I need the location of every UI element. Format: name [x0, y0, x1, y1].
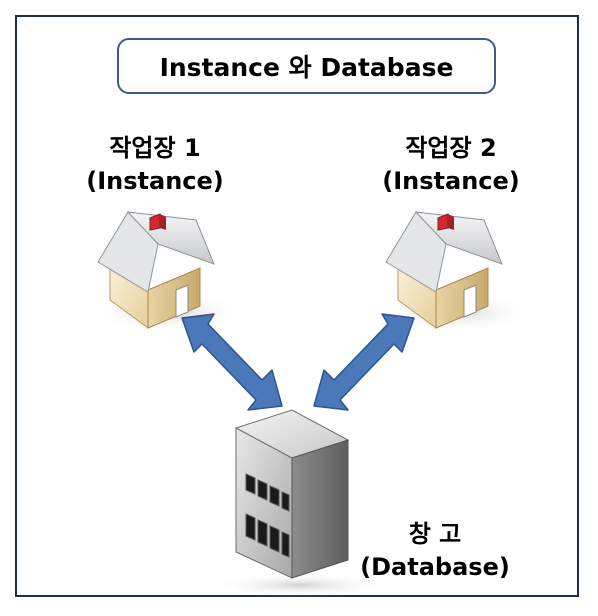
building-icon: [210, 409, 390, 597]
workshop1-type: (Instance): [86, 167, 224, 195]
warehouse-label: 창 고 (Database): [350, 518, 520, 584]
warehouse-type: (Database): [360, 553, 510, 581]
house-icon: [93, 211, 243, 332]
workshop1-label: 작업장 1 (Instance): [70, 132, 240, 198]
workshop1-name: 작업장 1: [109, 134, 201, 162]
diagram-title: Instance 와 Database: [117, 38, 496, 94]
double-arrow-icon: [313, 313, 415, 411]
house-icon: [381, 211, 531, 332]
workshop2-name: 작업장 2: [405, 134, 497, 162]
workshop2-label: 작업장 2 (Instance): [366, 132, 536, 198]
workshop2-type: (Instance): [382, 167, 520, 195]
warehouse-name: 창 고: [408, 520, 462, 548]
double-arrow-icon: [181, 313, 283, 411]
